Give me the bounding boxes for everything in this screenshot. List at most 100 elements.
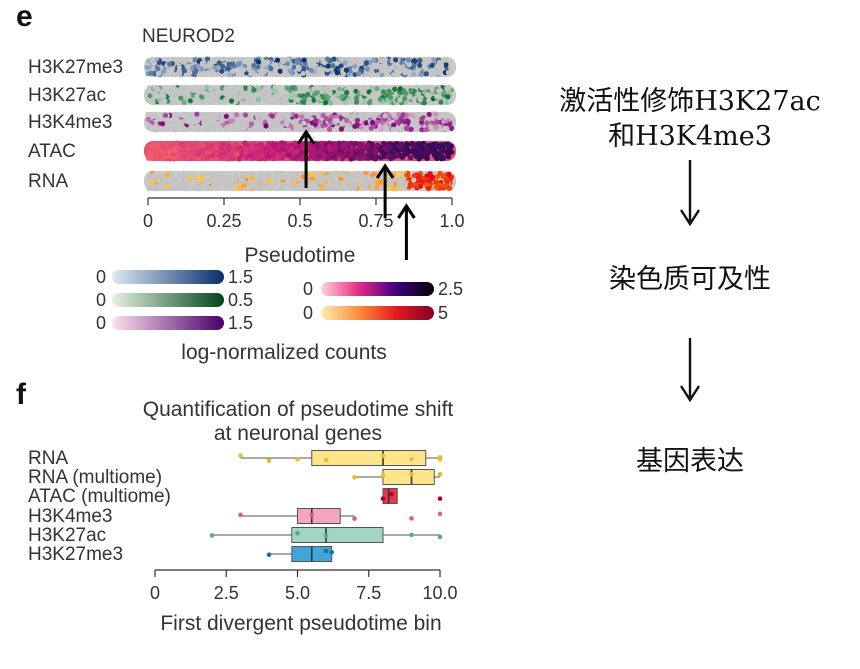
track-dot: [176, 64, 182, 70]
track-dot: [161, 117, 167, 123]
track-dot: [437, 143, 443, 149]
track-dot: [359, 181, 365, 187]
track-dot: [363, 126, 369, 132]
track-dot: [167, 91, 174, 97]
legend-min-label: 0: [96, 290, 106, 310]
track-dot: [199, 66, 205, 72]
track-dot: [168, 120, 174, 126]
track-dot: [404, 141, 410, 147]
track-dot: [207, 171, 213, 177]
track-dot: [427, 171, 433, 177]
track-dot: [277, 124, 283, 130]
track-dot: [262, 95, 268, 101]
track-dot: [178, 95, 184, 101]
track-dot: [330, 178, 336, 185]
flow-step2: 染色质可及性: [609, 264, 771, 295]
track-dot: [440, 119, 447, 125]
track-dot: [270, 95, 276, 101]
track-dot: [406, 61, 412, 67]
track-dot: [280, 146, 286, 152]
track-dot: [340, 93, 346, 99]
track-dot: [370, 182, 376, 189]
track-dot: [321, 152, 328, 158]
track-dot: [255, 155, 261, 161]
track-dot: [181, 99, 187, 105]
box-label: RNA (multiome): [28, 467, 162, 488]
legend-gradient-bar: [112, 293, 224, 307]
arrow-head: [375, 163, 395, 179]
track-dot: [260, 180, 266, 187]
legend-min-label: 0: [303, 303, 313, 323]
track-dot: [183, 186, 189, 192]
track-dot: [418, 183, 424, 189]
track-dot: [179, 58, 185, 65]
track-dot: [418, 72, 424, 78]
box-point: [437, 534, 443, 540]
track-dot: [156, 172, 162, 178]
panel-e-tick-label: 1.0: [439, 211, 464, 231]
track-dot: [323, 100, 329, 106]
box-point: [437, 457, 443, 462]
track-dot: [368, 72, 374, 78]
track-dot: [247, 85, 253, 91]
track-dot: [268, 185, 274, 191]
track-dot: [240, 100, 246, 106]
track-dot: [220, 148, 226, 154]
track-dot: [213, 95, 219, 101]
box-point: [437, 496, 443, 501]
track-dot: [443, 125, 449, 131]
box-point: [295, 456, 300, 462]
legend-gradient-bar: [321, 306, 434, 320]
track-dot: [175, 117, 181, 123]
track-dot: [194, 111, 200, 117]
track-dot: [318, 146, 324, 152]
track-dot: [405, 57, 411, 63]
arrow-3: [397, 203, 416, 260]
track-dot: [246, 182, 252, 188]
track-dot: [265, 116, 271, 122]
track-dot: [168, 170, 174, 176]
track-dot: [395, 177, 401, 183]
track-dot: [213, 65, 219, 71]
track-dot: [391, 122, 397, 128]
track-dot: [335, 91, 341, 97]
track-dot: [266, 140, 272, 146]
arrow-head: [397, 203, 416, 219]
track-dot: [214, 90, 220, 97]
track-dot: [211, 184, 217, 190]
panel-e-tick-label: 0: [143, 211, 153, 231]
legend-min-label: 0: [96, 267, 106, 287]
box-atac-multiome-: [380, 488, 443, 504]
track-dot: [189, 119, 195, 125]
track-dot: [375, 119, 381, 125]
track-dot: [384, 146, 390, 152]
track-dot: [294, 171, 300, 178]
track-dot: [248, 175, 254, 182]
track-dot: [352, 141, 358, 147]
track-dot: [301, 57, 307, 63]
track-dot: [446, 154, 452, 160]
track-dot: [251, 87, 257, 93]
track-dot: [351, 173, 358, 179]
panel-f-tick-label: 0: [150, 583, 160, 603]
box-label: RNA: [28, 448, 68, 469]
track-dot: [358, 124, 364, 130]
track-dot: [369, 148, 375, 154]
track-dot: [230, 112, 236, 118]
track-dot: [417, 97, 423, 103]
track-dot: [146, 65, 152, 71]
track-dot: [149, 57, 155, 63]
track-dot: [362, 113, 369, 119]
track-dot: [424, 155, 430, 161]
track-dot: [223, 113, 229, 119]
box-label: H3K27ac: [28, 525, 106, 546]
track-dot: [187, 152, 193, 158]
track-dot: [342, 60, 348, 66]
track-dot: [343, 99, 349, 105]
track-dot: [164, 179, 170, 185]
track-dot: [378, 126, 384, 132]
track-dot: [244, 117, 250, 123]
track-dot: [199, 175, 205, 181]
track-dot: [407, 93, 413, 99]
